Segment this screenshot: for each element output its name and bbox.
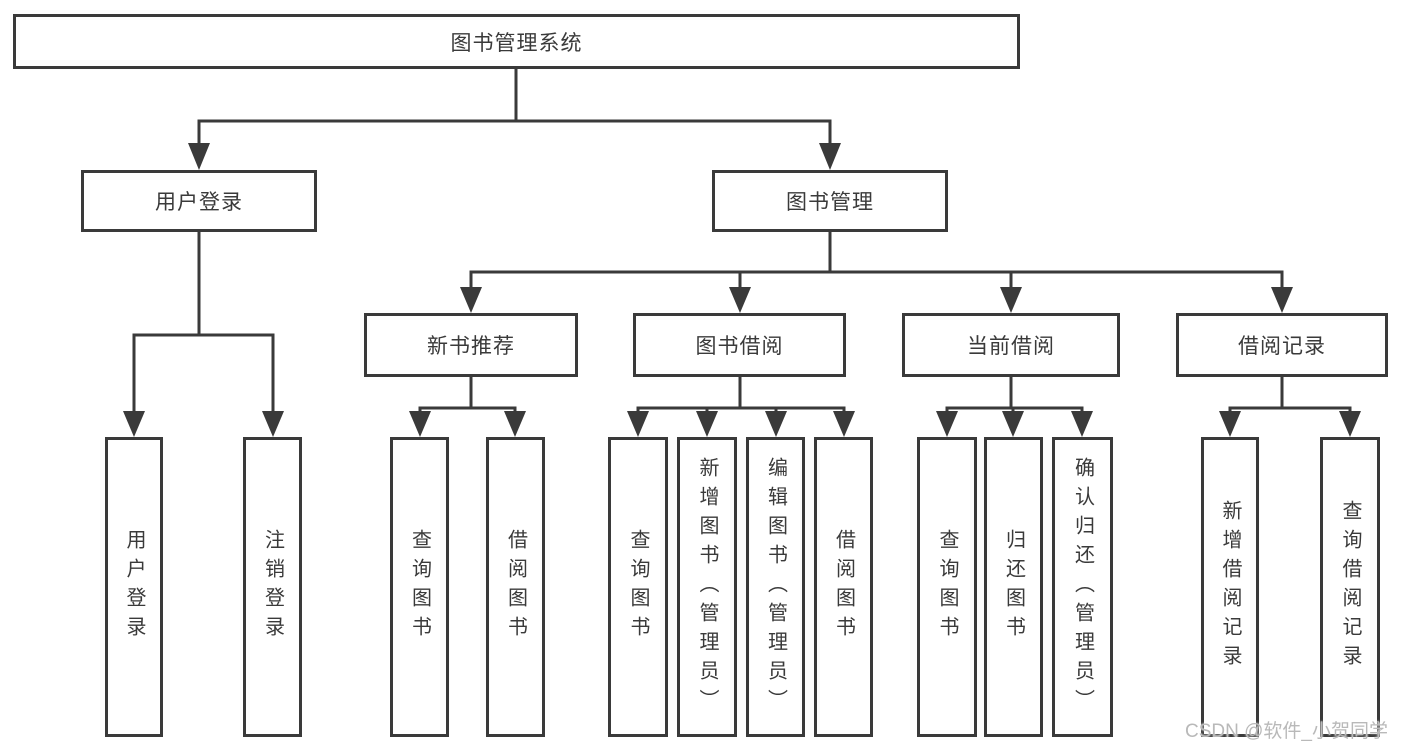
node-label: 确认归还（管理员） [1071,456,1094,718]
node-label: 借阅记录 [1238,335,1326,358]
node-label: 图书管理 [786,191,874,214]
node-label: 新增图书（管理员） [696,456,718,718]
node-label: 查询图书 [627,529,649,645]
leaf-logout: 注销登录 [243,437,302,737]
node-label: 用户登录 [123,529,145,645]
node-new-book-recommend: 新书推荐 [364,313,578,377]
node-book-management: 图书管理 [712,170,948,232]
leaf-add-books-admin: 新增图书（管理员） [677,437,737,737]
node-label: 图书借阅 [695,335,784,358]
node-label: 归还图书 [1002,529,1025,645]
leaf-query-borrow-record: 查询借阅记录 [1320,437,1380,737]
node-label: 新书推荐 [427,335,515,358]
leaf-borrow-books-recommend: 借阅图书 [486,437,545,737]
node-label: 注销登录 [261,529,284,645]
leaf-query-books-recommend: 查询图书 [390,437,449,737]
node-user-login-module: 用户登录 [81,170,317,232]
node-label: 当前借阅 [967,335,1055,358]
leaf-borrow-books: 借阅图书 [814,437,873,737]
leaf-edit-books-admin: 编辑图书（管理员） [746,437,805,737]
leaf-query-books-current: 查询图书 [917,437,977,737]
node-label: 编辑图书（管理员） [764,456,787,718]
node-label: 用户登录 [155,191,243,214]
node-current-borrowing: 当前借阅 [902,313,1120,377]
leaf-return-books: 归还图书 [984,437,1043,737]
node-label: 查询图书 [936,529,958,645]
leaf-add-borrow-record: 新增借阅记录 [1201,437,1259,737]
node-book-borrowing: 图书借阅 [633,313,846,377]
node-root-system: 图书管理系统 [13,14,1020,69]
leaf-user-login: 用户登录 [105,437,163,737]
leaf-confirm-return-admin: 确认归还（管理员） [1052,437,1113,737]
node-label: 查询借阅记录 [1339,500,1361,674]
node-label: 借阅图书 [832,529,855,645]
node-label: 图书管理系统 [450,31,583,55]
node-borrow-records: 借阅记录 [1176,313,1388,377]
csdn-watermark: CSDN @软件_小贺同学 [1185,721,1388,742]
node-label: 查询图书 [408,529,431,645]
node-label: 借阅图书 [504,529,527,645]
node-label: 新增借阅记录 [1219,500,1241,674]
leaf-query-books-borrowing: 查询图书 [608,437,668,737]
